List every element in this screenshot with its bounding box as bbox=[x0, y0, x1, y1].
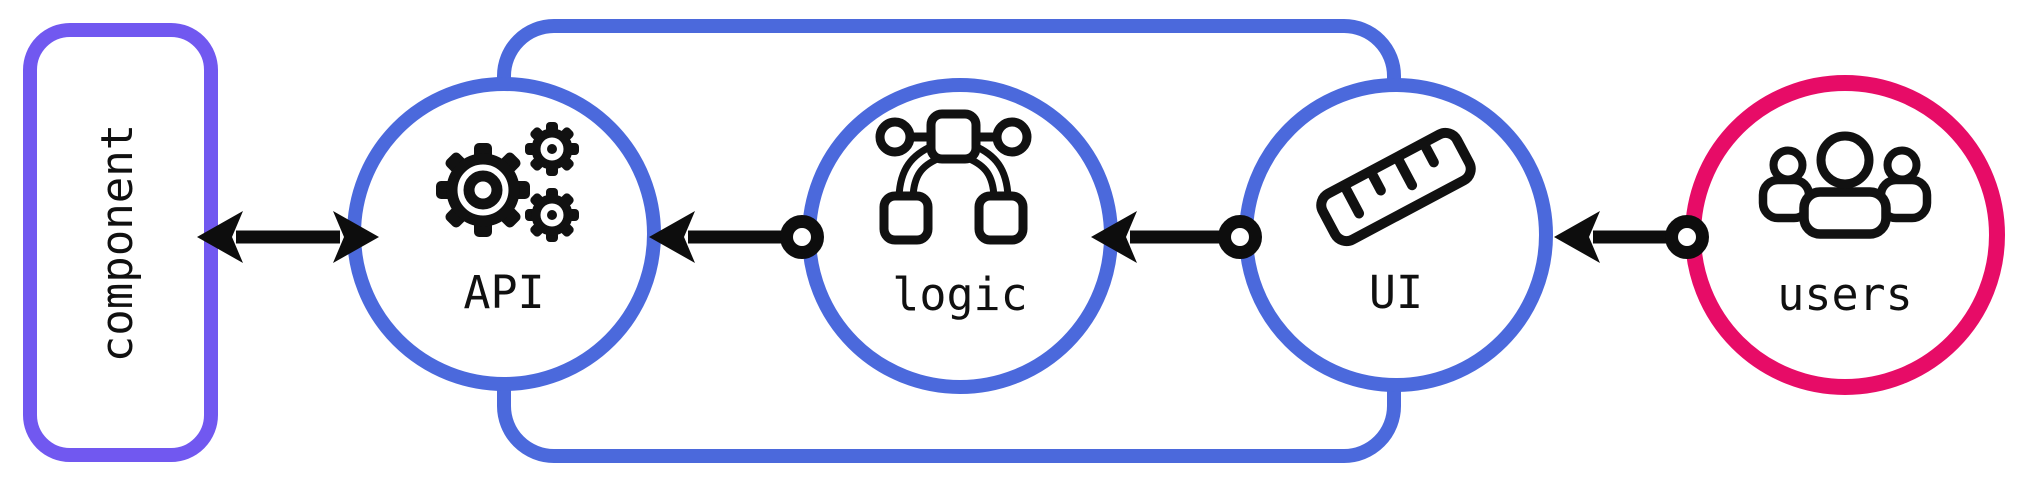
ui-label: UI bbox=[1369, 266, 1423, 319]
tree-structure-icon bbox=[875, 109, 1032, 245]
api-circle bbox=[347, 77, 661, 391]
tail-ring bbox=[780, 215, 824, 259]
edge-logic-api bbox=[649, 211, 824, 263]
logic-label: logic bbox=[892, 268, 1027, 321]
ui-node: UI bbox=[1239, 78, 1553, 392]
arrowhead-left bbox=[197, 211, 243, 263]
ui-circle bbox=[1239, 78, 1553, 392]
arrowhead-left bbox=[1554, 211, 1600, 263]
logic-node: logic bbox=[802, 78, 1118, 394]
arrowhead-right bbox=[333, 211, 379, 263]
component-label: component bbox=[92, 124, 143, 362]
users-node: users bbox=[1685, 75, 2005, 395]
component-node: component bbox=[23, 23, 218, 462]
api-label: API bbox=[463, 266, 544, 319]
edge-users-ui bbox=[1554, 211, 1709, 263]
tail-ring bbox=[1218, 215, 1262, 259]
gears-icon bbox=[436, 122, 579, 242]
tail-ring bbox=[1665, 215, 1709, 259]
users-icon bbox=[1758, 131, 1932, 239]
ruler-icon bbox=[1316, 127, 1476, 247]
arrowhead-left bbox=[649, 211, 695, 263]
users-label: users bbox=[1777, 268, 1912, 321]
edge-ui-logic bbox=[1091, 211, 1262, 263]
arrowhead-left bbox=[1091, 211, 1137, 263]
edge-api-component bbox=[197, 211, 379, 263]
api-node: API bbox=[347, 77, 661, 391]
